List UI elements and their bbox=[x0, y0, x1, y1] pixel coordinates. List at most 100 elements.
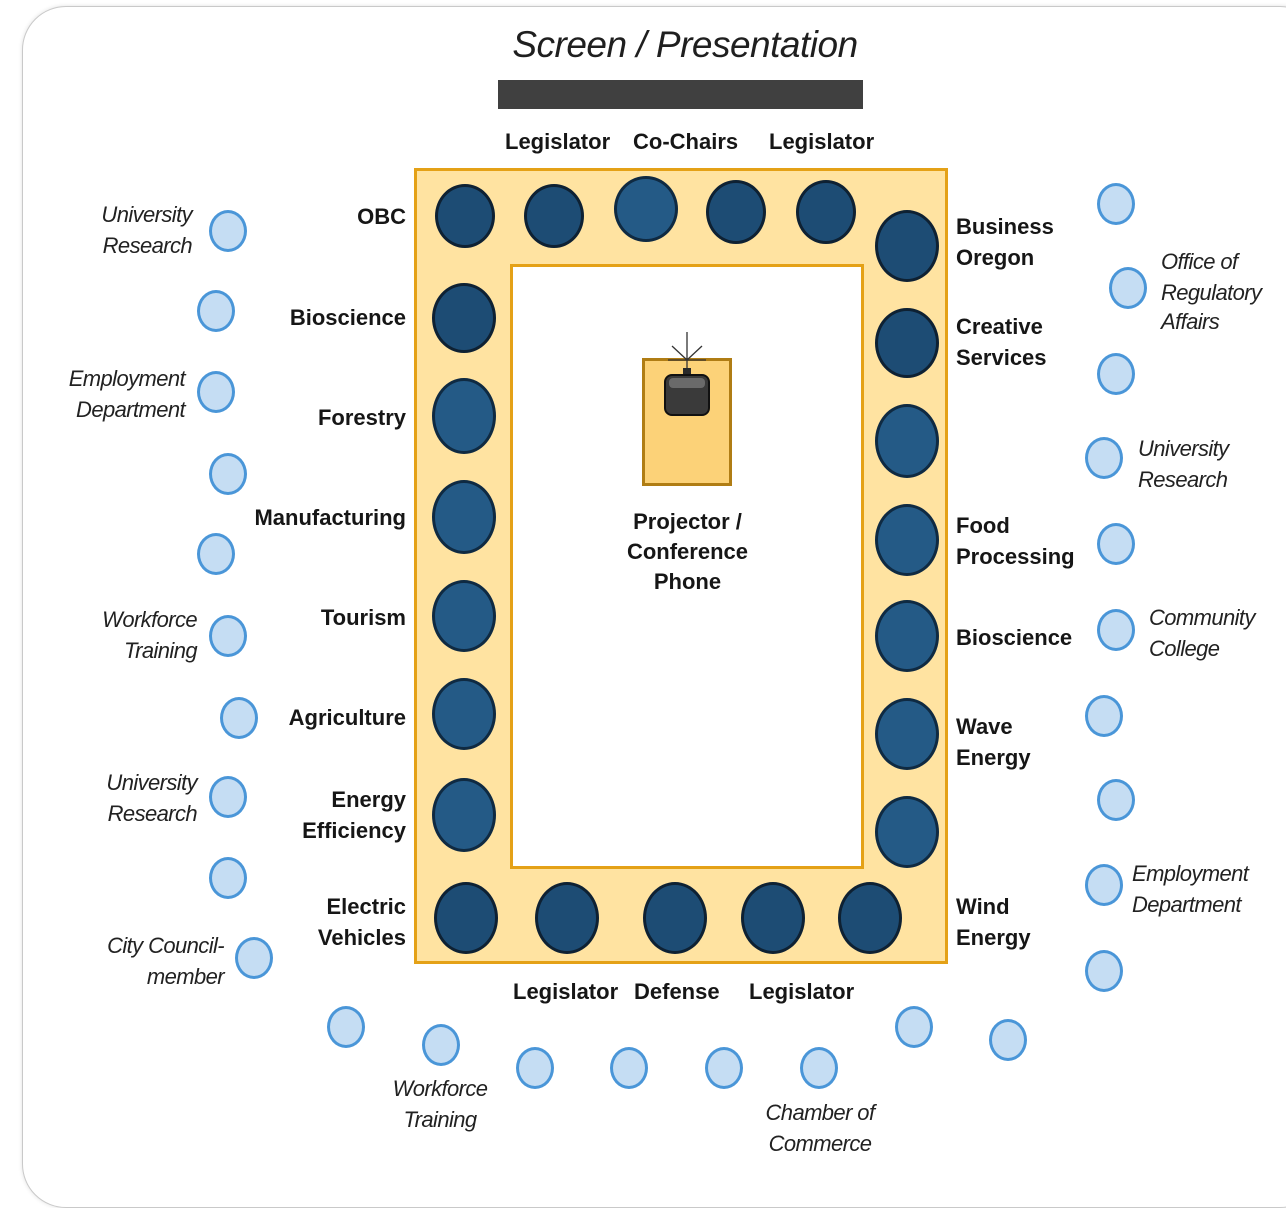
guest-chair[interactable] bbox=[895, 1006, 933, 1048]
bottom-label-legislator-right: Legislator bbox=[749, 979, 855, 1004]
label-bioscience-left: Bioscience bbox=[289, 305, 406, 330]
guest-chair[interactable] bbox=[610, 1047, 648, 1089]
guest-chair[interactable] bbox=[422, 1024, 460, 1066]
table-seat[interactable] bbox=[432, 480, 496, 554]
label-workforce-training-left-2: Training bbox=[123, 638, 198, 663]
guest-chair[interactable] bbox=[220, 697, 258, 739]
guest-chair[interactable] bbox=[1085, 695, 1123, 737]
table-seat[interactable] bbox=[838, 882, 902, 954]
top-label-co-chairs: Co-Chairs bbox=[633, 129, 739, 154]
guest-chair[interactable] bbox=[197, 371, 235, 413]
guest-chair[interactable] bbox=[209, 857, 247, 899]
table-seat[interactable] bbox=[614, 176, 678, 242]
guest-chair[interactable] bbox=[1109, 267, 1147, 309]
label-creative-services-2: Services bbox=[956, 345, 1047, 370]
table-seat[interactable] bbox=[432, 283, 496, 353]
projector-label-1: Projector / bbox=[633, 509, 742, 534]
label-university-research-left-1a: University bbox=[101, 202, 192, 227]
table-seat[interactable] bbox=[706, 180, 766, 244]
label-agriculture: Agriculture bbox=[288, 705, 406, 730]
label-community-college-2: College bbox=[1149, 636, 1220, 661]
bottom-label-legislator-left: Legislator bbox=[513, 979, 619, 1004]
guest-chair[interactable] bbox=[1085, 950, 1123, 992]
label-workforce-training-bottom-2: Training bbox=[403, 1107, 477, 1132]
label-chamber-of-commerce-2: Commerce bbox=[768, 1131, 872, 1156]
label-office-regulatory-3: Affairs bbox=[1161, 309, 1220, 334]
table-seat[interactable] bbox=[434, 882, 498, 954]
guest-chair[interactable] bbox=[1097, 523, 1135, 565]
label-office-regulatory-2: Regulatory bbox=[1161, 280, 1262, 305]
top-label-legislator-left: Legislator bbox=[505, 129, 611, 154]
table-seat[interactable] bbox=[435, 184, 495, 248]
guest-chair[interactable] bbox=[209, 615, 247, 657]
label-university-research-left-2a: University bbox=[106, 770, 197, 795]
guest-chair[interactable] bbox=[989, 1019, 1027, 1061]
guest-chair[interactable] bbox=[1097, 609, 1135, 651]
table-seat[interactable] bbox=[524, 184, 584, 248]
table-seat[interactable] bbox=[875, 404, 939, 478]
screen-title: Screen / Presentation bbox=[512, 24, 858, 65]
projector-label-2: Conference bbox=[626, 539, 749, 564]
guest-chair[interactable] bbox=[1097, 353, 1135, 395]
table-seat[interactable] bbox=[875, 210, 939, 282]
table-seat[interactable] bbox=[432, 678, 496, 750]
label-energy-efficiency-1: Energy bbox=[331, 787, 406, 812]
guest-chair[interactable] bbox=[209, 776, 247, 818]
guest-chair[interactable] bbox=[516, 1047, 554, 1089]
label-forestry: Forestry bbox=[317, 405, 406, 430]
label-workforce-training-bottom-1: Workforce bbox=[392, 1076, 488, 1101]
table-seat[interactable] bbox=[796, 180, 856, 244]
label-office-regulatory-1: Office of bbox=[1161, 249, 1238, 274]
label-community-college-1: Community bbox=[1149, 605, 1255, 630]
label-employment-department-left-1: Employment bbox=[68, 366, 186, 391]
label-wind-energy-1: Wind bbox=[956, 894, 1010, 919]
table-seat[interactable] bbox=[875, 796, 939, 868]
guest-chair[interactable] bbox=[235, 937, 273, 979]
label-energy-efficiency-2: Efficiency bbox=[302, 818, 406, 843]
label-wave-energy-1: Wave bbox=[956, 714, 1013, 739]
table-seat[interactable] bbox=[535, 882, 599, 954]
top-label-legislator-right: Legislator bbox=[769, 129, 875, 154]
table-seat[interactable] bbox=[875, 698, 939, 770]
guest-chair[interactable] bbox=[1097, 183, 1135, 225]
label-wave-energy-2: Energy bbox=[956, 745, 1031, 770]
presentation-screen bbox=[498, 80, 863, 109]
table-seat[interactable] bbox=[432, 378, 496, 454]
guest-chair[interactable] bbox=[197, 290, 235, 332]
guest-chair[interactable] bbox=[705, 1047, 743, 1089]
label-food-processing-1: Food bbox=[956, 513, 1010, 538]
label-business-oregon-2: Oregon bbox=[956, 245, 1035, 270]
label-chamber-of-commerce-1: Chamber of bbox=[765, 1100, 876, 1125]
guest-chair[interactable] bbox=[327, 1006, 365, 1048]
label-university-research-left-2b: Research bbox=[107, 801, 198, 826]
label-employment-department-right-2: Department bbox=[1132, 892, 1242, 917]
conference-phone-icon bbox=[664, 332, 710, 416]
guest-chair[interactable] bbox=[800, 1047, 838, 1089]
table-seat[interactable] bbox=[432, 580, 496, 652]
label-creative-services-1: Creative bbox=[956, 314, 1043, 339]
label-workforce-training-left-1: Workforce bbox=[102, 607, 197, 632]
guest-chair[interactable] bbox=[209, 453, 247, 495]
table-seat[interactable] bbox=[432, 778, 496, 852]
label-electric-vehicles-1: Electric bbox=[326, 894, 407, 919]
table-seat[interactable] bbox=[875, 308, 939, 378]
guest-chair[interactable] bbox=[1097, 779, 1135, 821]
guest-chair[interactable] bbox=[209, 210, 247, 252]
bottom-label-defense: Defense bbox=[634, 979, 720, 1004]
table-seat[interactable] bbox=[875, 600, 939, 672]
label-food-processing-2: Processing bbox=[956, 544, 1075, 569]
guest-chair[interactable] bbox=[1085, 437, 1123, 479]
label-obc: OBC bbox=[357, 204, 406, 229]
label-electric-vehicles-2: Vehicles bbox=[317, 925, 406, 950]
table-seat[interactable] bbox=[643, 882, 707, 954]
label-employment-department-right-1: Employment bbox=[1132, 861, 1249, 886]
table-seat[interactable] bbox=[741, 882, 805, 954]
label-employment-department-left-2: Department bbox=[76, 397, 186, 422]
label-university-research-left-1b: Research bbox=[102, 233, 193, 258]
guest-chair[interactable] bbox=[197, 533, 235, 575]
label-wind-energy-2: Energy bbox=[956, 925, 1031, 950]
table-seat[interactable] bbox=[875, 504, 939, 576]
projector-label-3: Phone bbox=[653, 569, 722, 594]
label-university-research-right-2: Research bbox=[1138, 467, 1228, 492]
guest-chair[interactable] bbox=[1085, 864, 1123, 906]
